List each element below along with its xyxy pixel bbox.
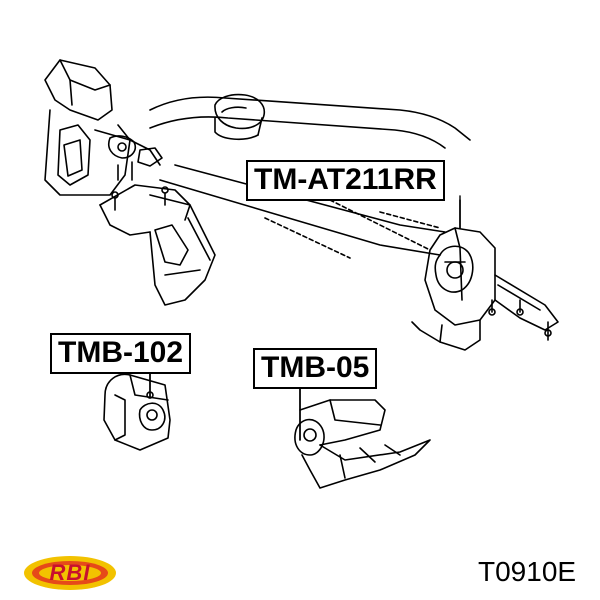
left-mount bbox=[103, 369, 171, 451]
left-mount-callout: TMB-102 bbox=[50, 333, 192, 374]
engine-mount-upper-left bbox=[44, 59, 163, 196]
rear-mount-callout: TM-AT211RR bbox=[246, 160, 445, 201]
part-number: T0910E bbox=[478, 556, 577, 587]
cross-member bbox=[149, 93, 471, 149]
logo-badge-icon bbox=[24, 556, 116, 590]
right-mount bbox=[294, 384, 431, 489]
right-mount-callout: TMB-05 bbox=[253, 348, 378, 389]
logo-text: RBI bbox=[49, 560, 91, 585]
rbi-logo: RBI bbox=[22, 553, 118, 593]
rear-mount bbox=[411, 199, 559, 351]
bracket-middle-left bbox=[99, 184, 216, 306]
